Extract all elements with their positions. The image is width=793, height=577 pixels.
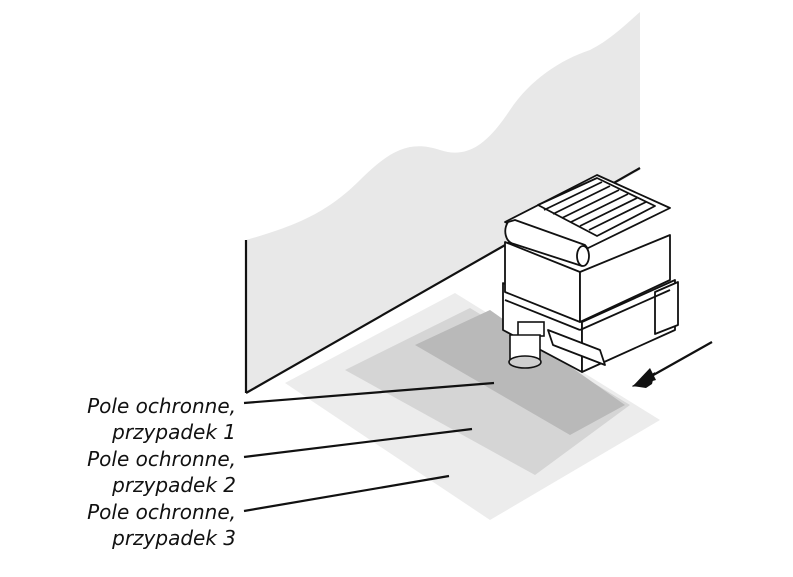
callout-case-1: Pole ochronne, przypadek 1	[87, 394, 236, 444]
conveyor-roller	[579, 197, 638, 227]
callout-case-3-line2: przypadek 3	[111, 526, 236, 550]
callout-case-3: Pole ochronne, przypadek 3	[87, 500, 236, 550]
front-roller-end	[576, 245, 590, 267]
motion-direction-arrow-icon	[632, 341, 713, 388]
arrow-shaft	[647, 341, 713, 379]
conveyor-roller	[552, 185, 611, 215]
vehicle-bumper-right	[654, 281, 679, 335]
laser-scanner-icon	[508, 321, 545, 369]
callout-case-2-line1: Pole ochronne,	[87, 447, 236, 471]
protective-field-case-2	[345, 308, 630, 475]
roller-conveyor-frame	[537, 177, 656, 237]
vehicle-bumper-front	[547, 329, 606, 366]
conveyor-roller	[543, 181, 603, 211]
callout-case-1-line2: przypadek 1	[111, 420, 236, 444]
scanner-mount	[517, 321, 545, 337]
conveyor-roller	[588, 201, 647, 231]
callout-case-1-line1: Pole ochronne,	[87, 394, 236, 418]
callout-case-3-line1: Pole ochronne,	[87, 500, 236, 524]
body-seam	[579, 289, 671, 331]
scanner-base	[508, 355, 542, 369]
callout-case-2-line2: przypadek 2	[111, 473, 236, 497]
arrow-head-tip	[632, 368, 656, 387]
conveyor-roller	[570, 193, 629, 223]
callout-case-2: Pole ochronne, przypadek 2	[87, 447, 236, 497]
leader-line-case-3	[243, 474, 450, 513]
vehicle-upper-right-face	[579, 234, 671, 323]
leader-line-case-1	[243, 381, 495, 405]
conveyor-roller	[561, 189, 620, 219]
leader-line-case-2	[243, 427, 473, 459]
body-seam	[504, 299, 581, 331]
wall	[246, 12, 640, 393]
protective-field-case-1	[415, 310, 625, 435]
